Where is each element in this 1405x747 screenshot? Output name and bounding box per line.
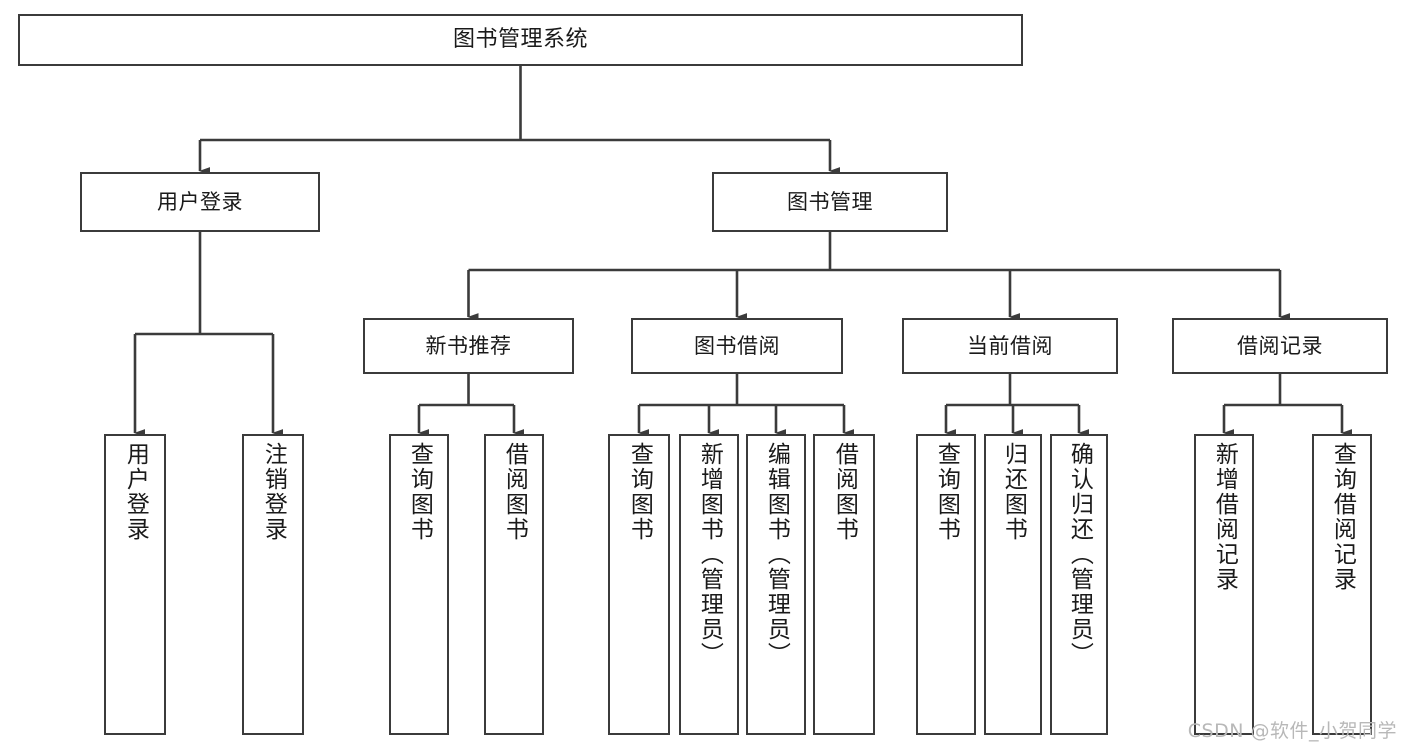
node-label: 注销登录	[260, 442, 287, 542]
node-leaf-borrow-book-a[interactable]: 借阅图书	[484, 434, 544, 735]
node-new-book-rec[interactable]: 新书推荐	[363, 318, 574, 374]
node-user-login[interactable]: 用户登录	[80, 172, 320, 232]
node-label: 编辑图书（管理员）	[763, 442, 790, 667]
node-label: 当前借阅	[967, 333, 1053, 358]
node-leaf-add-book[interactable]: 新增图书（管理员）	[679, 434, 739, 735]
node-leaf-add-record[interactable]: 新增借阅记录	[1194, 434, 1254, 735]
node-leaf-borrow-book-b[interactable]: 借阅图书	[813, 434, 875, 735]
node-root[interactable]: 图书管理系统	[18, 14, 1023, 66]
node-book-manage[interactable]: 图书管理	[712, 172, 948, 232]
node-label: 借阅图书	[501, 442, 528, 542]
node-leaf-return-book[interactable]: 归还图书	[984, 434, 1042, 735]
node-label: 新书推荐	[425, 333, 512, 358]
node-label: 查询图书	[626, 442, 653, 542]
node-leaf-logout-login[interactable]: 注销登录	[242, 434, 304, 735]
node-leaf-user-login[interactable]: 用户登录	[104, 434, 166, 735]
node-leaf-confirm-return[interactable]: 确认归还（管理员）	[1050, 434, 1108, 735]
node-borrow-record[interactable]: 借阅记录	[1172, 318, 1388, 374]
node-label: 归还图书	[1000, 442, 1027, 542]
node-label: 用户登录	[122, 442, 149, 542]
node-label: 新增图书（管理员）	[696, 442, 723, 667]
node-label: 用户登录	[157, 189, 243, 214]
node-leaf-query-book-a[interactable]: 查询图书	[389, 434, 449, 735]
node-leaf-query-book-c[interactable]: 查询图书	[916, 434, 976, 735]
node-label: 图书借阅	[694, 333, 780, 358]
node-label: 查询借阅记录	[1329, 442, 1356, 592]
node-leaf-edit-book[interactable]: 编辑图书（管理员）	[746, 434, 806, 735]
node-label: 新增借阅记录	[1211, 442, 1238, 592]
node-current-borrow[interactable]: 当前借阅	[902, 318, 1118, 374]
node-label: 借阅图书	[831, 442, 858, 542]
node-label: 借阅记录	[1237, 333, 1323, 358]
node-label: 查询图书	[933, 442, 960, 542]
node-leaf-query-record[interactable]: 查询借阅记录	[1312, 434, 1372, 735]
node-label: 查询图书	[406, 442, 433, 542]
node-label: 图书管理系统	[452, 27, 588, 53]
node-label: 确认归还（管理员）	[1066, 442, 1093, 667]
node-book-borrow[interactable]: 图书借阅	[631, 318, 843, 374]
node-leaf-query-book-b[interactable]: 查询图书	[608, 434, 670, 735]
node-label: 图书管理	[787, 189, 873, 214]
